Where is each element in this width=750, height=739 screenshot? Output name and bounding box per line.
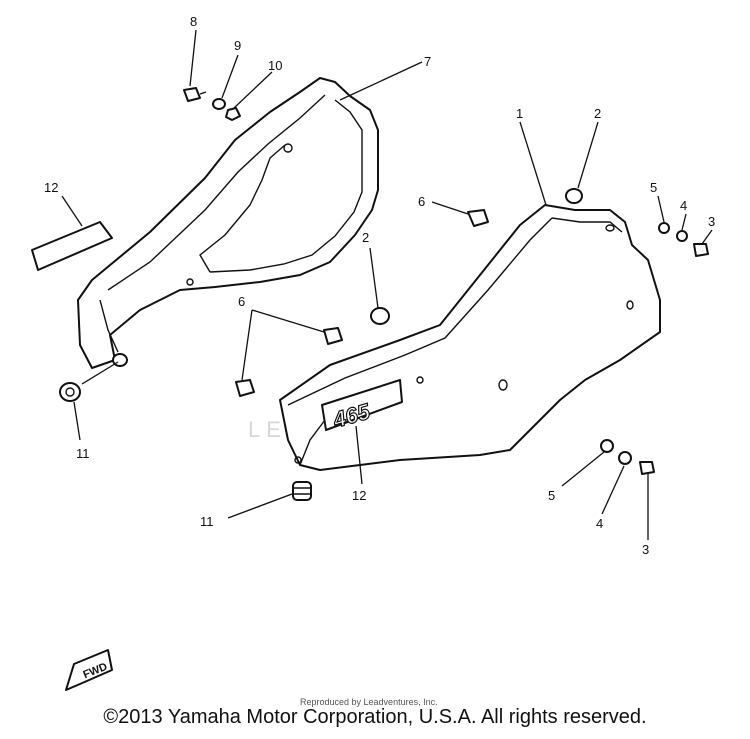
left-side-cover <box>77 77 379 369</box>
callout-8: 8 <box>190 14 197 29</box>
collar-2-mid <box>370 307 390 325</box>
reproduction-note: Reproduced by Leadventures, Inc. <box>300 697 438 707</box>
callout-1: 1 <box>516 106 523 121</box>
callout-4-upper: 4 <box>680 198 687 213</box>
washer-5-upper <box>658 222 670 234</box>
callout-3-lower: 3 <box>642 542 649 557</box>
callout-11-left: 11 <box>76 446 90 461</box>
fwd-arrow-icon: FWD <box>65 649 113 691</box>
callout-7: 7 <box>424 54 431 69</box>
callout-3-upper: 3 <box>708 214 715 229</box>
callout-12-left: 12 <box>44 180 58 195</box>
nut-10 <box>225 107 241 121</box>
callout-6-top: 6 <box>418 194 425 209</box>
screw-3-lower <box>639 461 655 475</box>
callout-4-lower: 4 <box>596 516 603 531</box>
callout-2-top: 2 <box>594 106 601 121</box>
callout-9: 9 <box>234 38 241 53</box>
washer-4-lower <box>618 451 632 465</box>
collar-6-mid <box>323 327 343 345</box>
collar-2-top <box>565 188 583 204</box>
grommet-right <box>292 481 312 501</box>
callout-11-right: 11 <box>200 514 214 529</box>
bolt-8 <box>183 87 207 102</box>
callout-2-mid: 2 <box>362 230 369 245</box>
callout-10: 10 <box>268 58 282 73</box>
leader-lines <box>61 29 713 540</box>
callout-5-lower: 5 <box>548 488 555 503</box>
callout-6-mid: 6 <box>238 294 245 309</box>
copyright-notice: ©2013 Yamaha Motor Corporation, U.S.A. A… <box>103 706 647 728</box>
washer-4-upper <box>676 230 688 242</box>
callout-5-upper: 5 <box>650 180 657 195</box>
decal-left <box>31 221 113 271</box>
washer-9 <box>212 98 226 110</box>
screw-3-upper <box>693 243 709 257</box>
collar-6-top <box>467 209 489 227</box>
washer-5-lower <box>600 439 614 453</box>
collar-6-low <box>235 379 255 397</box>
grommet-left <box>59 382 81 402</box>
callout-12-right: 12 <box>352 488 366 503</box>
